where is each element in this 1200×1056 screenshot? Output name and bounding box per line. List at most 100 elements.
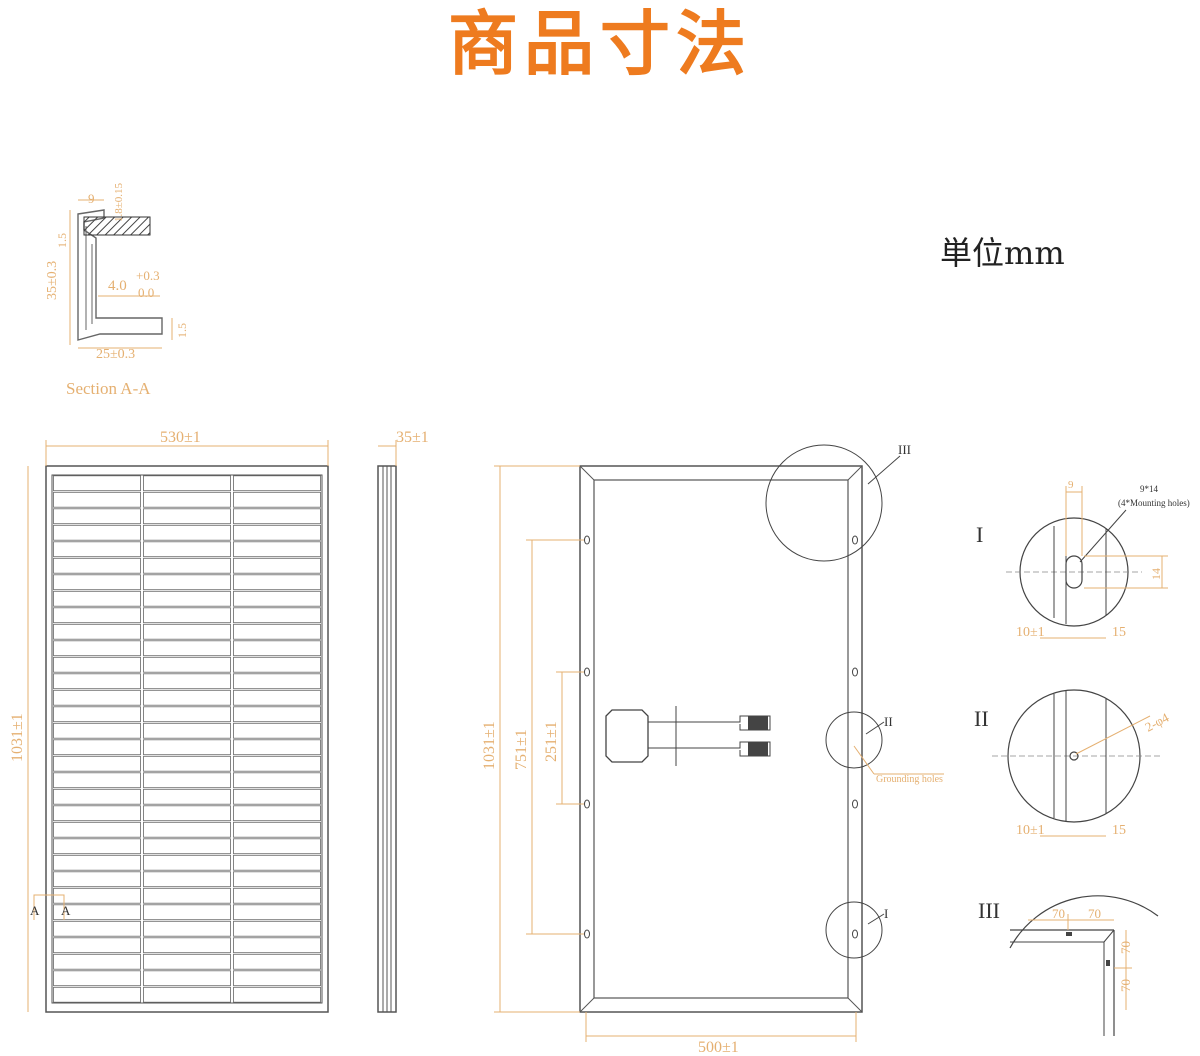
solar-cell <box>143 755 231 772</box>
solar-cell <box>53 904 141 921</box>
frame-hole <box>584 667 590 677</box>
callout-circle-i <box>825 901 883 959</box>
detail-i-slot-note: 9*14 <box>1140 484 1159 494</box>
detail-iii-label: III <box>978 898 1000 923</box>
solar-cell <box>143 623 231 640</box>
dim-detail-ii-hole: 2-φ4 <box>1142 710 1171 735</box>
dim-detail-i-left: 10±1 <box>1016 625 1045 640</box>
dim-detail-iii-v1: 70 <box>1118 941 1133 954</box>
solar-cell <box>143 722 231 739</box>
solar-cell <box>143 805 231 822</box>
solar-cell <box>143 673 231 690</box>
mounting-holes <box>584 535 858 939</box>
solar-cell <box>53 623 141 640</box>
frame-hole <box>852 929 858 939</box>
solar-cell <box>233 574 321 591</box>
dim-detail-iii-h1: 70 <box>1052 906 1065 921</box>
solar-cell <box>233 623 321 640</box>
solar-cell <box>143 590 231 607</box>
dim-back-inner-span: 251±1 <box>543 721 560 762</box>
solar-cell <box>143 475 231 492</box>
solar-cell <box>233 590 321 607</box>
front-frame-outer <box>45 465 329 1013</box>
solar-cell <box>143 821 231 838</box>
solar-cell <box>53 854 141 871</box>
detail-ii: II 2-φ4 10±1 15 <box>974 689 1172 838</box>
solar-cell <box>53 607 141 624</box>
solar-cell <box>233 788 321 805</box>
dim-detail-iii-h2: 70 <box>1088 906 1101 921</box>
solar-cell <box>143 937 231 954</box>
solar-cell <box>143 920 231 937</box>
solar-cell <box>233 970 321 987</box>
solar-cell <box>53 475 141 492</box>
detail-ii-label: II <box>974 706 989 731</box>
solar-cell <box>53 772 141 789</box>
dim-detail-ii-right: 15 <box>1112 823 1126 838</box>
solar-cell <box>53 937 141 954</box>
solar-cell <box>233 524 321 541</box>
solar-cell <box>143 871 231 888</box>
solar-cell <box>233 937 321 954</box>
solar-cell <box>53 805 141 822</box>
section-label: Section A-A <box>66 379 151 398</box>
dim-front-width: 530±1 <box>160 429 201 446</box>
dim-section-inner-tol-lower: 0.0 <box>138 285 154 300</box>
dim-section-height: 35±0.3 <box>45 261 60 300</box>
solar-cell <box>143 904 231 921</box>
solar-cell <box>233 854 321 871</box>
solar-cell <box>53 689 141 706</box>
frame-hole <box>852 799 858 809</box>
glass-laminate <box>83 216 151 236</box>
solar-cell <box>143 640 231 657</box>
detail-i-slot-count-note: (4*Mounting holes) <box>1118 498 1190 508</box>
solar-cell <box>233 722 321 739</box>
front-view: 530±1 1031±1 A A <box>9 429 329 1013</box>
side-view: 35±1 <box>377 429 429 1013</box>
dim-back-height: 1031±1 <box>481 721 498 770</box>
grounding-hole <box>1069 751 1079 761</box>
solar-cell <box>53 887 141 904</box>
dim-detail-i-right: 15 <box>1112 625 1126 640</box>
solar-cell <box>53 722 141 739</box>
detail-iii-arc <box>1009 895 1159 949</box>
solar-cell <box>233 821 321 838</box>
solar-cell <box>143 557 231 574</box>
solar-cell <box>53 871 141 888</box>
cell-grid <box>53 475 321 1003</box>
solar-cell <box>143 986 231 1003</box>
solar-cell <box>233 475 321 492</box>
solar-cell <box>233 953 321 970</box>
detail-iii: III 70 70 70 70 <box>978 895 1159 1036</box>
dim-section-inner-tol-upper: +0.3 <box>136 268 160 283</box>
detail-i: I 9 9*14 (4*Mounting holes) 14 10±1 15 <box>976 479 1190 640</box>
solar-cell <box>53 640 141 657</box>
solar-cell <box>53 706 141 723</box>
solar-cell <box>53 920 141 937</box>
solar-cell <box>53 970 141 987</box>
callout-circle-iii <box>765 444 883 562</box>
frame-hole <box>584 799 590 809</box>
solar-cell <box>143 491 231 508</box>
solar-cell <box>233 508 321 525</box>
solar-cell <box>143 772 231 789</box>
solar-cell <box>233 607 321 624</box>
solar-cell <box>143 524 231 541</box>
frame-hole <box>852 667 858 677</box>
callout-label-i: I <box>884 906 888 921</box>
dim-front-height: 1031±1 <box>9 713 26 762</box>
dim-detail-i-slot-width: 9 <box>1068 479 1074 491</box>
dim-section-width: 25±0.3 <box>96 347 135 362</box>
dim-back-width: 500±1 <box>698 1039 739 1056</box>
frame-hole <box>584 929 590 939</box>
junction-box <box>605 709 649 763</box>
dim-detail-i-slot-height: 14 <box>1149 568 1163 580</box>
solar-cell <box>53 986 141 1003</box>
dim-detail-ii-left: 10±1 <box>1016 823 1045 838</box>
solar-cell <box>233 904 321 921</box>
solar-cell <box>143 607 231 624</box>
dim-detail-iii-v2: 70 <box>1118 979 1133 992</box>
solar-cell <box>53 524 141 541</box>
frame-hole <box>852 535 858 545</box>
solar-cell <box>143 739 231 756</box>
